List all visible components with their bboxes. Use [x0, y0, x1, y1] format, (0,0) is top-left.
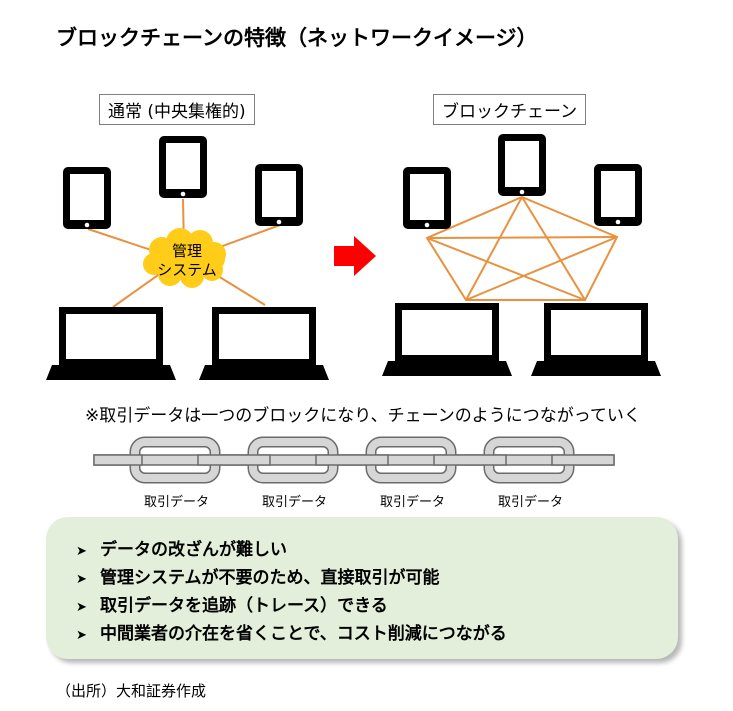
laptop-icon — [531, 303, 661, 376]
network-diagram — [46, 134, 661, 380]
benefit-item: ➤ 管理システムが不要のため、直接取引が可能 — [76, 565, 678, 593]
laptop-icon — [382, 303, 512, 376]
tablet-icon — [159, 136, 207, 198]
bullet-arrow-icon: ➤ — [76, 628, 87, 643]
mesh-line — [465, 236, 618, 301]
arrow-right-icon — [334, 236, 376, 276]
benefits-list: ➤ データの改ざんが難しい ➤ 管理システムが不要のため、直接取引が可能 ➤ 取引デー… — [46, 517, 678, 649]
benefit-item: ➤ データの改ざんが難しい — [76, 537, 678, 565]
benefits-box: ➤ データの改ざんが難しい ➤ 管理システムが不要のため、直接取引が可能 ➤ 取引デー… — [46, 517, 678, 659]
benefit-text: データの改ざんが難しい — [100, 540, 287, 560]
mesh-connections — [425, 195, 619, 301]
mesh-line — [426, 237, 586, 301]
tablet-icon — [498, 134, 546, 196]
chain-label: 取引データ — [380, 495, 446, 510]
mesh-line — [426, 236, 618, 239]
bullet-arrow-icon: ➤ — [76, 544, 87, 559]
tablet-icon — [63, 167, 111, 229]
laptop-icon — [46, 307, 176, 380]
cloud-shape — [143, 228, 226, 288]
chain-note: ※取引データは一つのブロックになり、チェーンのようにつながっていく — [85, 406, 641, 426]
central-system-line2: システム — [157, 261, 217, 279]
benefit-text: 取引データを追跡（トレース）できる — [100, 596, 388, 616]
tablet-icon — [403, 167, 451, 229]
benefit-item: ➤ 中間業者の介在を省くことで、コスト削減につながる — [76, 621, 678, 649]
source-note: （出所）大和証券作成 — [56, 682, 207, 700]
tablet-icon — [594, 164, 642, 226]
benefit-text: 中間業者の介在を省くことで、コスト削減につながる — [100, 624, 507, 644]
mesh-line — [521, 196, 586, 301]
page-title: ブロックチェーンの特徴（ネットワークイメージ） — [56, 26, 538, 50]
laptop-icon — [199, 307, 329, 380]
mesh-pentagon — [425, 195, 619, 301]
chain-label: 取引データ — [262, 495, 328, 510]
mesh-line — [465, 196, 523, 301]
label-centralized: 通常 (中央集権的) — [99, 94, 255, 125]
bullet-arrow-icon: ➤ — [76, 600, 87, 615]
chain-label: 取引データ — [144, 495, 210, 510]
tablet-icon — [255, 164, 303, 226]
chain-label: 取引データ — [498, 495, 564, 510]
benefit-text: 管理システムが不要のため、直接取引が可能 — [100, 568, 440, 588]
label-blockchain: ブロックチェーン — [433, 94, 587, 125]
central-system-line1: 管理 — [171, 242, 202, 260]
central-system-label: 管理 システム — [146, 242, 228, 280]
chain-graphic — [93, 436, 615, 484]
benefit-item: ➤ 取引データを追跡（トレース）できる — [76, 593, 678, 621]
chain-connectors — [93, 454, 615, 466]
bullet-arrow-icon: ➤ — [76, 572, 87, 587]
